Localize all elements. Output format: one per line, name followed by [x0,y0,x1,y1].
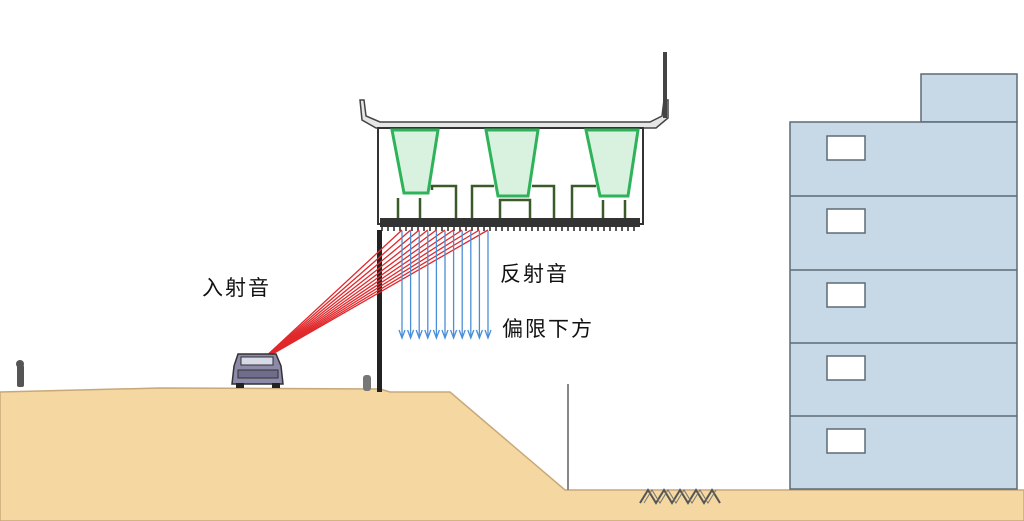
incident-ray [261,229,420,361]
incident-ray [261,229,480,361]
incident-ray [261,229,472,361]
incident-ray [261,229,437,361]
bridge-pillar [377,230,382,392]
reflected-ray-arrowhead [467,329,475,340]
incident-rays [261,229,489,361]
incident-ray [261,229,489,361]
deflected-downward-label: 偏限下方 [502,317,594,341]
incident-ray [261,229,429,361]
reflected-ray-arrowhead [484,329,492,340]
incident-ray [261,229,403,361]
reflected-rays [398,231,492,340]
incident-sound-label: 入射音 [202,276,271,300]
bridge-girder-icon [359,52,669,231]
hatched-footing [639,488,721,505]
absorber-panel-icon [380,218,640,231]
reflected-ray-arrowhead [415,329,423,340]
reflected-ray-arrowhead [458,329,466,340]
small-post [363,375,371,391]
incident-ray [261,229,446,361]
car-icon [231,353,284,388]
reflected-sound-label: 反射音 [500,262,569,286]
utility-pole [567,384,569,490]
reflected-ray-arrowhead [449,329,458,340]
ground-embankment [0,387,1024,521]
reflected-ray-arrowhead [475,329,484,340]
reflected-ray-arrowhead [406,329,415,340]
building-icon [789,73,1018,490]
incident-ray [261,229,454,361]
incident-ray [261,229,412,361]
reflected-ray-arrowhead [432,329,441,340]
left-post [16,360,24,387]
incident-ray [261,229,463,361]
reflected-ray-arrowhead [398,329,406,340]
reflected-ray-arrowhead [424,329,432,340]
reflected-ray-arrowhead [441,329,449,340]
